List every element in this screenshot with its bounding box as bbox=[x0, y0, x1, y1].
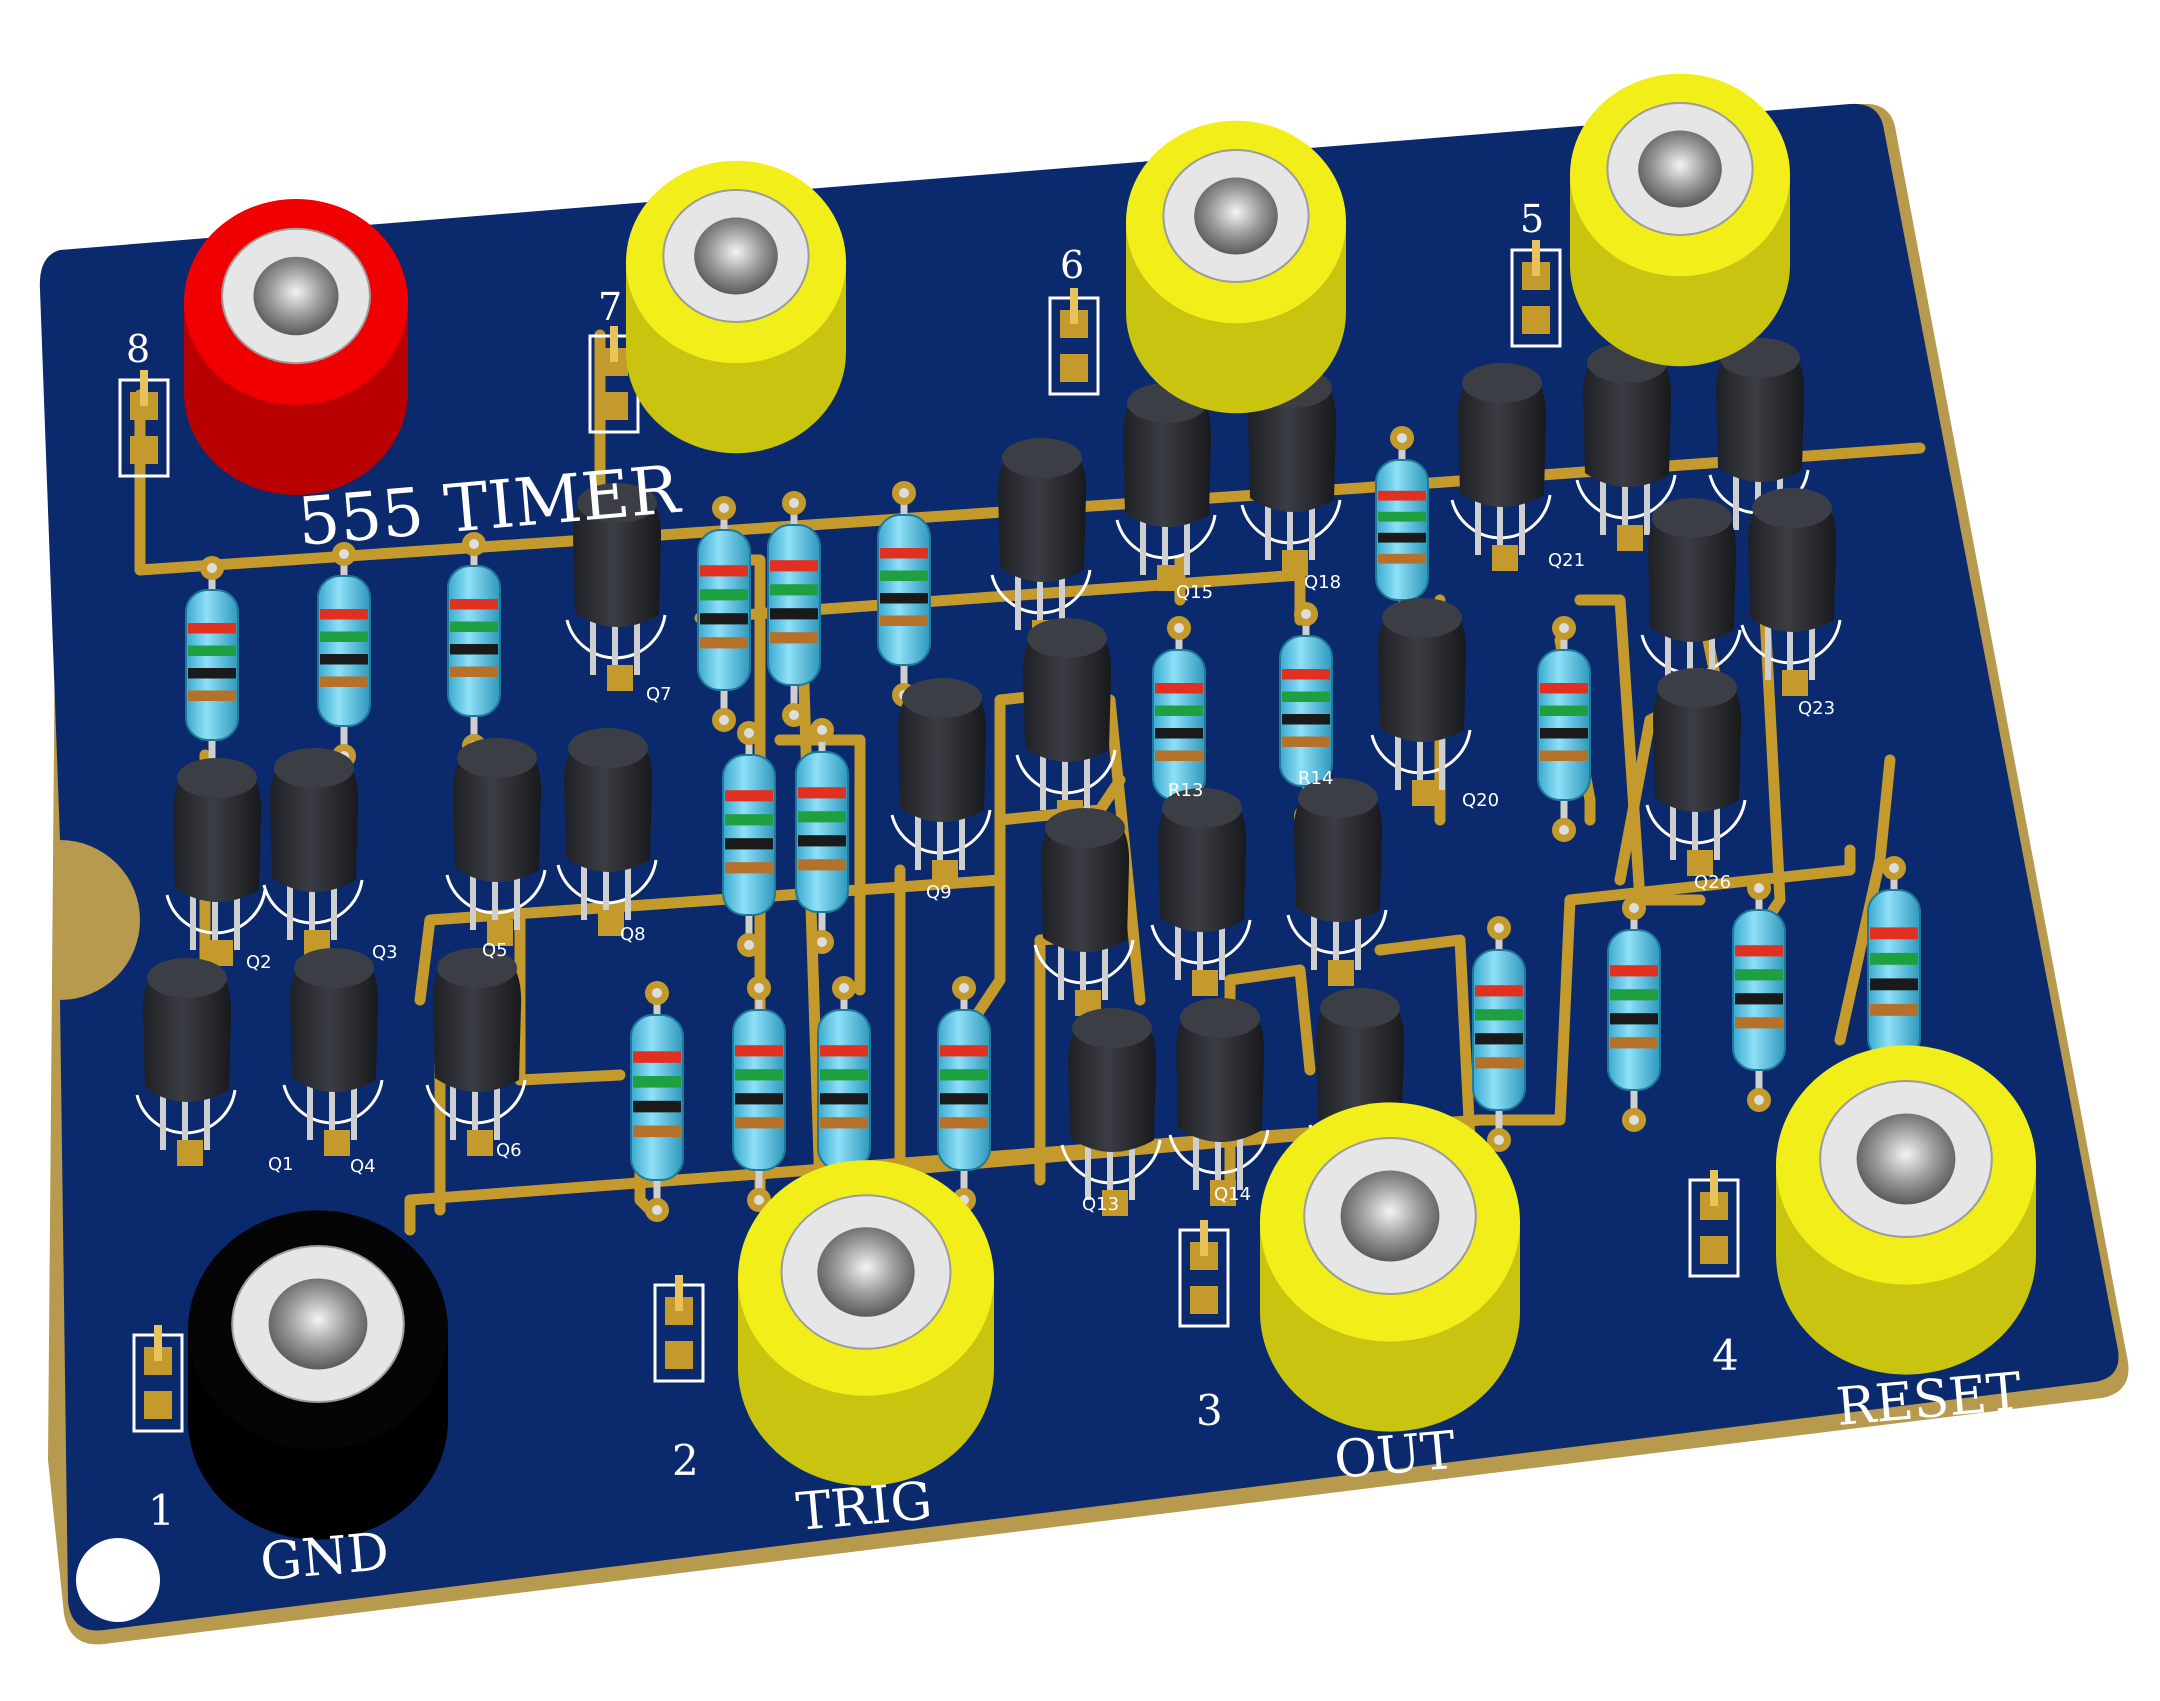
trace-7 bbox=[514, 914, 626, 1086]
pin-header-7 bbox=[1178, 1220, 1230, 1328]
resistor-7 bbox=[722, 721, 776, 957]
jack-6 bbox=[1126, 120, 1346, 414]
ref-q15: Q15 bbox=[1176, 582, 1213, 603]
pin-header-2 bbox=[588, 326, 640, 434]
trace-27 bbox=[774, 734, 866, 996]
ref-q21: Q21 bbox=[1548, 550, 1585, 571]
pin-label-7: 7 bbox=[598, 285, 622, 329]
resistor-19 bbox=[1732, 876, 1786, 1112]
transistor-3 bbox=[445, 738, 547, 946]
resistor-18 bbox=[1607, 896, 1661, 1132]
signal-label-out: OUT bbox=[1332, 1421, 1458, 1491]
jack-8 bbox=[184, 198, 408, 496]
ref-q9: Q9 bbox=[926, 882, 952, 903]
transistor-17 bbox=[1370, 598, 1472, 806]
transistor-21 bbox=[1033, 808, 1135, 1016]
pin-header-1 bbox=[118, 370, 170, 478]
resistor-17 bbox=[1472, 916, 1526, 1152]
jack-2 bbox=[738, 1160, 994, 1486]
transistor-25 bbox=[1168, 998, 1270, 1206]
ref-q14: Q14 bbox=[1214, 1184, 1251, 1205]
transistor-23 bbox=[1286, 778, 1388, 986]
pin-label-6: 6 bbox=[1060, 243, 1084, 287]
resistor-5 bbox=[767, 491, 821, 727]
jack-7 bbox=[626, 160, 846, 454]
ref-q20: Q20 bbox=[1462, 790, 1499, 811]
banana-jack-group bbox=[184, 73, 2036, 1540]
ref-q13: Q13 bbox=[1082, 1194, 1119, 1215]
reference-designators: Q1 Q2 Q3 Q4 Q5 Q6 Q7 Q8 Q9 Q13 Q14 Q15 Q… bbox=[246, 550, 1835, 1215]
transistor-6 bbox=[282, 948, 384, 1156]
ref-q4: Q4 bbox=[350, 1156, 376, 1177]
pin-header-8 bbox=[1688, 1170, 1740, 1278]
transistor-7 bbox=[425, 948, 527, 1156]
ref-q18: Q18 bbox=[1304, 572, 1341, 593]
ref-r14: R14 bbox=[1298, 768, 1333, 789]
resistor-8 bbox=[795, 718, 849, 954]
pin-label-3: 3 bbox=[1196, 1386, 1223, 1435]
pin-label-5: 5 bbox=[1520, 197, 1544, 241]
ref-q6: Q6 bbox=[496, 1140, 522, 1161]
ref-q2: Q2 bbox=[246, 952, 272, 973]
trace-3 bbox=[404, 844, 1856, 1236]
pin-label-2: 2 bbox=[672, 1436, 699, 1485]
transistor-4 bbox=[556, 728, 658, 936]
trace-15 bbox=[1374, 934, 1476, 1146]
ref-q7: Q7 bbox=[646, 684, 672, 705]
resistor-11 bbox=[630, 981, 684, 1222]
ref-q5: Q5 bbox=[482, 940, 508, 961]
ref-q26: Q26 bbox=[1694, 872, 1731, 893]
transistor-8 bbox=[565, 483, 667, 691]
ref-q1: Q1 bbox=[268, 1154, 294, 1175]
transistor-20 bbox=[1645, 668, 1747, 876]
pin-label-8: 8 bbox=[126, 327, 150, 371]
transistor-24 bbox=[1060, 1008, 1162, 1216]
signal-label-trig: TRIG bbox=[794, 1471, 935, 1543]
transistor-15 bbox=[1575, 343, 1677, 551]
jack-5 bbox=[1570, 73, 1790, 367]
transistor-22 bbox=[1150, 788, 1252, 996]
transistor-5 bbox=[135, 958, 237, 1166]
pin-header-6 bbox=[653, 1275, 705, 1383]
ref-r13: R13 bbox=[1168, 780, 1203, 801]
pin-header-5 bbox=[132, 1325, 184, 1433]
transistor-1 bbox=[165, 758, 267, 966]
resistor-4 bbox=[697, 496, 751, 732]
transistor-9 bbox=[890, 678, 992, 886]
ref-q23: Q23 bbox=[1798, 698, 1835, 719]
resistor-13 bbox=[1152, 616, 1206, 842]
ref-q8: Q8 bbox=[620, 924, 646, 945]
pin-header-3 bbox=[1048, 288, 1100, 396]
signal-label-gnd: GND bbox=[258, 1522, 391, 1593]
trace-20 bbox=[1834, 754, 1896, 1046]
pin-label-4: 4 bbox=[1712, 1331, 1739, 1380]
jack-3 bbox=[1260, 1102, 1520, 1432]
trace-18 bbox=[1574, 594, 1706, 906]
resistor-group bbox=[185, 426, 1921, 1222]
jack-1 bbox=[188, 1210, 448, 1540]
pin-header-group bbox=[118, 240, 1740, 1433]
resistor-16 bbox=[1537, 616, 1591, 842]
transistor-19 bbox=[1740, 488, 1842, 696]
resistor-14 bbox=[1279, 602, 1333, 828]
mounting-hole bbox=[76, 1538, 160, 1622]
jack-4 bbox=[1776, 1045, 2036, 1375]
pin-label-1: 1 bbox=[148, 1486, 175, 1535]
transistor-11 bbox=[1015, 618, 1117, 826]
ref-q3: Q3 bbox=[372, 942, 398, 963]
pin-header-4 bbox=[1510, 240, 1562, 348]
resistor-2 bbox=[317, 542, 371, 768]
resistor-12 bbox=[937, 976, 991, 1212]
resistor-3 bbox=[447, 532, 501, 758]
transistor-14 bbox=[1450, 363, 1552, 571]
